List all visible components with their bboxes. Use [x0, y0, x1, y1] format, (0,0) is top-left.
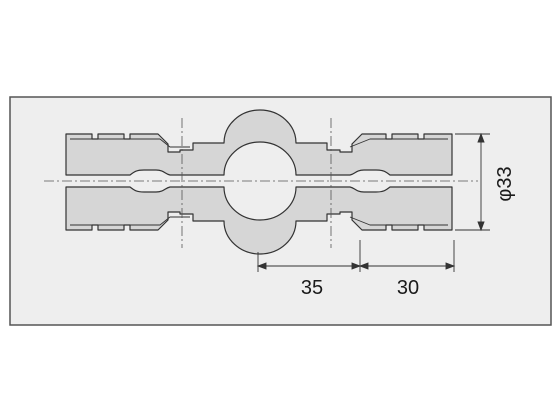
arrow-30-left: [358, 262, 369, 270]
upper-inner-line: [70, 138, 448, 148]
end-length-label: 30: [397, 277, 419, 299]
clamp-part: [65, 109, 453, 255]
upper-shell: [65, 109, 453, 176]
arrow-30-right: [445, 262, 456, 270]
lower-inner-line: [70, 216, 448, 226]
lower-shell: [65, 186, 453, 255]
diameter-dimension: [455, 132, 490, 232]
center-to-center-label: 35: [301, 277, 323, 299]
center-lines: [44, 118, 478, 248]
length-dimensions: [256, 240, 456, 272]
diameter-label: φ33: [494, 166, 516, 201]
diameter-arrow-top: [477, 132, 485, 143]
diameter-arrow-bottom: [477, 221, 485, 232]
arrow-35-right: [351, 262, 362, 270]
arrow-35-left: [256, 262, 267, 270]
